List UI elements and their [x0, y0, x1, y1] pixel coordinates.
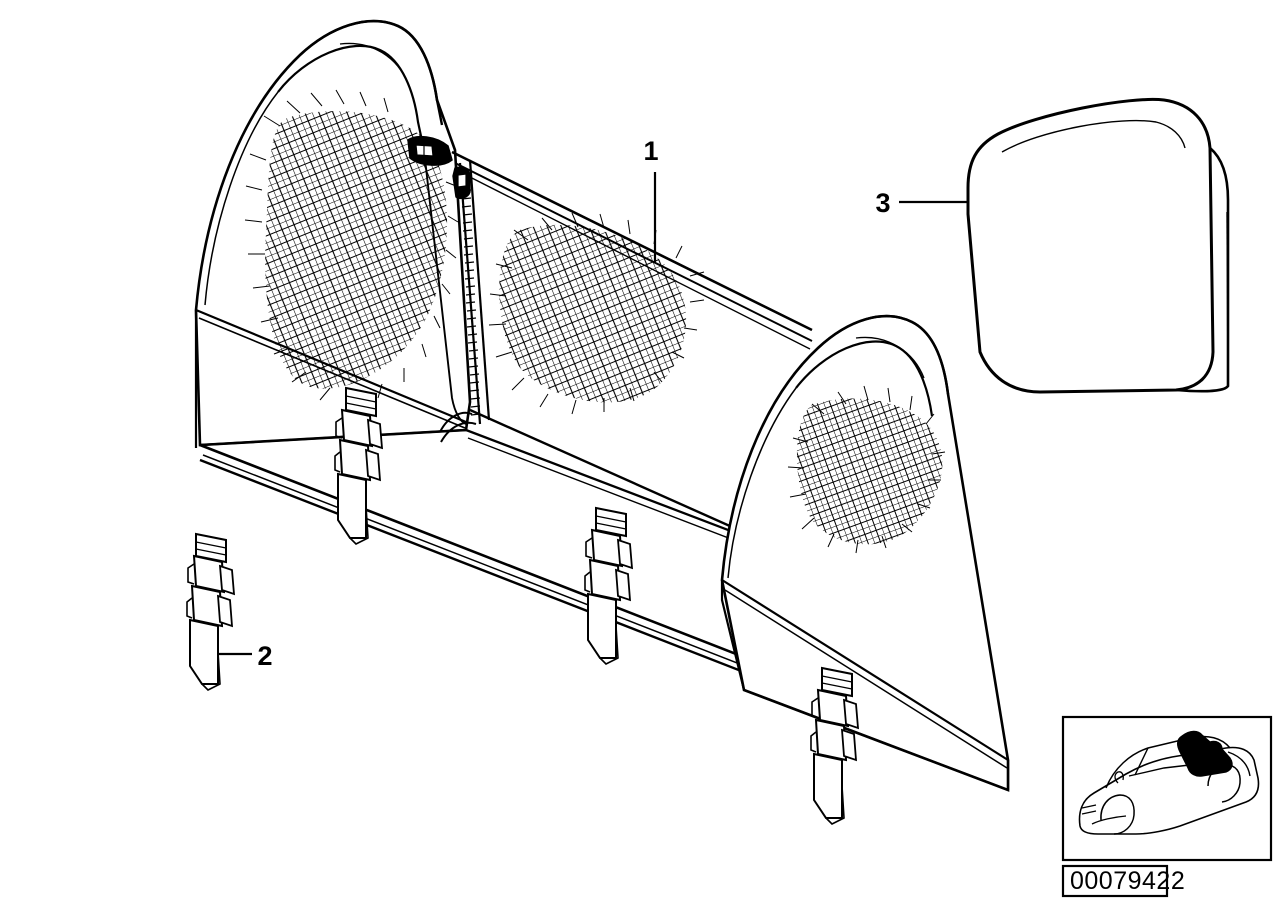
- deflector-assembly: [186, 19, 1230, 825]
- callout-1: 1: [643, 136, 659, 262]
- rail-clip: [334, 386, 384, 545]
- mesh-panel-centre: [499, 224, 687, 403]
- vehicle-outline-icon: [1078, 730, 1260, 835]
- part-number-label: 00079422: [1070, 867, 1185, 895]
- callout-3: 3: [875, 188, 968, 218]
- apex-buckle: [407, 135, 453, 166]
- callout-2-label: 2: [257, 641, 272, 671]
- retaining-clip-strap: [186, 532, 236, 691]
- callout-2: 2: [219, 641, 273, 671]
- rail-clip: [584, 506, 634, 665]
- part-number-frame: [1061, 864, 1169, 898]
- thumbnail-frame: [1061, 715, 1273, 862]
- right-arch-panel: [720, 314, 1010, 792]
- storage-bag: [966, 97, 1230, 394]
- callout-3-label: 3: [875, 188, 890, 218]
- zipper: [439, 159, 491, 443]
- mesh-edge-fringe-left: [244, 89, 459, 406]
- mesh-edge-fringe-right: [787, 385, 946, 554]
- mesh-panel-right: [796, 398, 943, 545]
- mesh-edge-fringe-centre: [488, 212, 705, 415]
- rail-clip: [810, 666, 860, 825]
- vehicle-thumbnail: 00079422: [1061, 715, 1273, 898]
- callout-1-label: 1: [643, 136, 658, 166]
- left-arch-panel: [194, 19, 472, 447]
